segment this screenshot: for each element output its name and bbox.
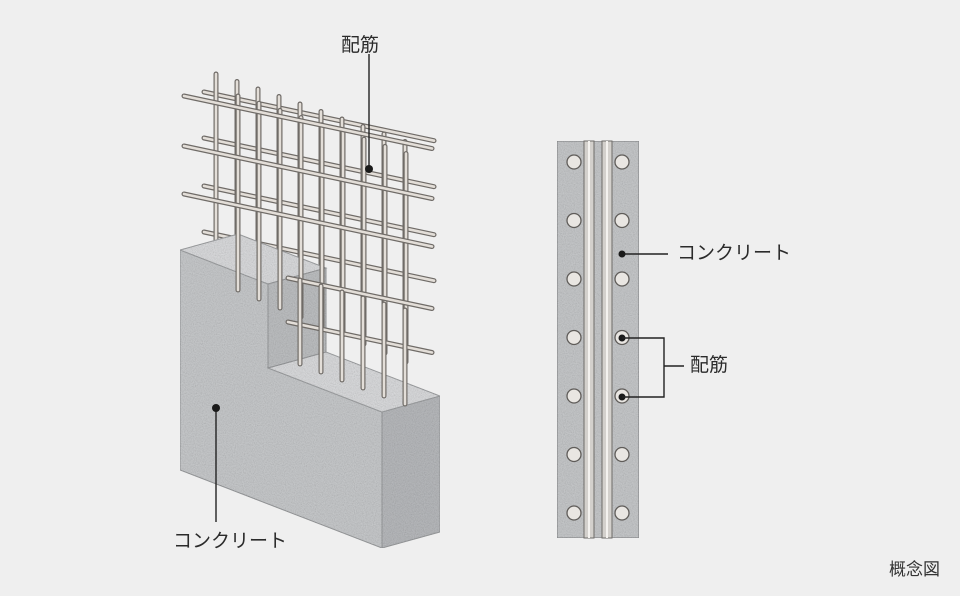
rebar-highlight: [182, 144, 434, 200]
concrete-block: [178, 233, 442, 549]
label-concrete-right: コンクリート: [677, 242, 792, 264]
rebar-section-circle: [566, 271, 582, 287]
label-rebar-top: 配筋: [341, 34, 380, 56]
rebar-section-circle: [614, 446, 630, 463]
rebar-section-circle: [566, 154, 582, 170]
label-concrete-left: コンクリート: [173, 530, 288, 552]
rebar-grid-front: [181, 93, 435, 407]
callout-lines-left: [215, 54, 370, 522]
rebar-section-circle: [614, 271, 630, 287]
rebar-cross-sections: [566, 154, 630, 521]
concrete-callout-dot: [212, 404, 220, 412]
rebar-section-circle: [566, 446, 582, 463]
rebar-callout-dot: [365, 165, 373, 173]
rebar-section-circle: [566, 388, 582, 404]
rebar-section-circle: [566, 505, 582, 521]
section-concrete-dot: [618, 250, 626, 258]
rebar-section-circle: [566, 329, 582, 346]
concept-note: 概念図: [889, 560, 940, 580]
callout-lines-right: [622, 253, 684, 398]
wall-cross-section: [556, 140, 640, 539]
rebar-section-circle: [614, 154, 630, 170]
rebar-section-circle: [614, 212, 630, 229]
rebar-highlight: [182, 192, 434, 248]
label-rebar-right: 配筋: [690, 354, 729, 376]
rebar-highlight: [182, 94, 434, 150]
vertical-rebars: [583, 140, 613, 539]
rebar-section-circle: [566, 212, 582, 229]
rebar-section-circle: [614, 505, 630, 521]
rebar-highlight: [286, 320, 434, 354]
rebar-highlight: [286, 276, 434, 310]
